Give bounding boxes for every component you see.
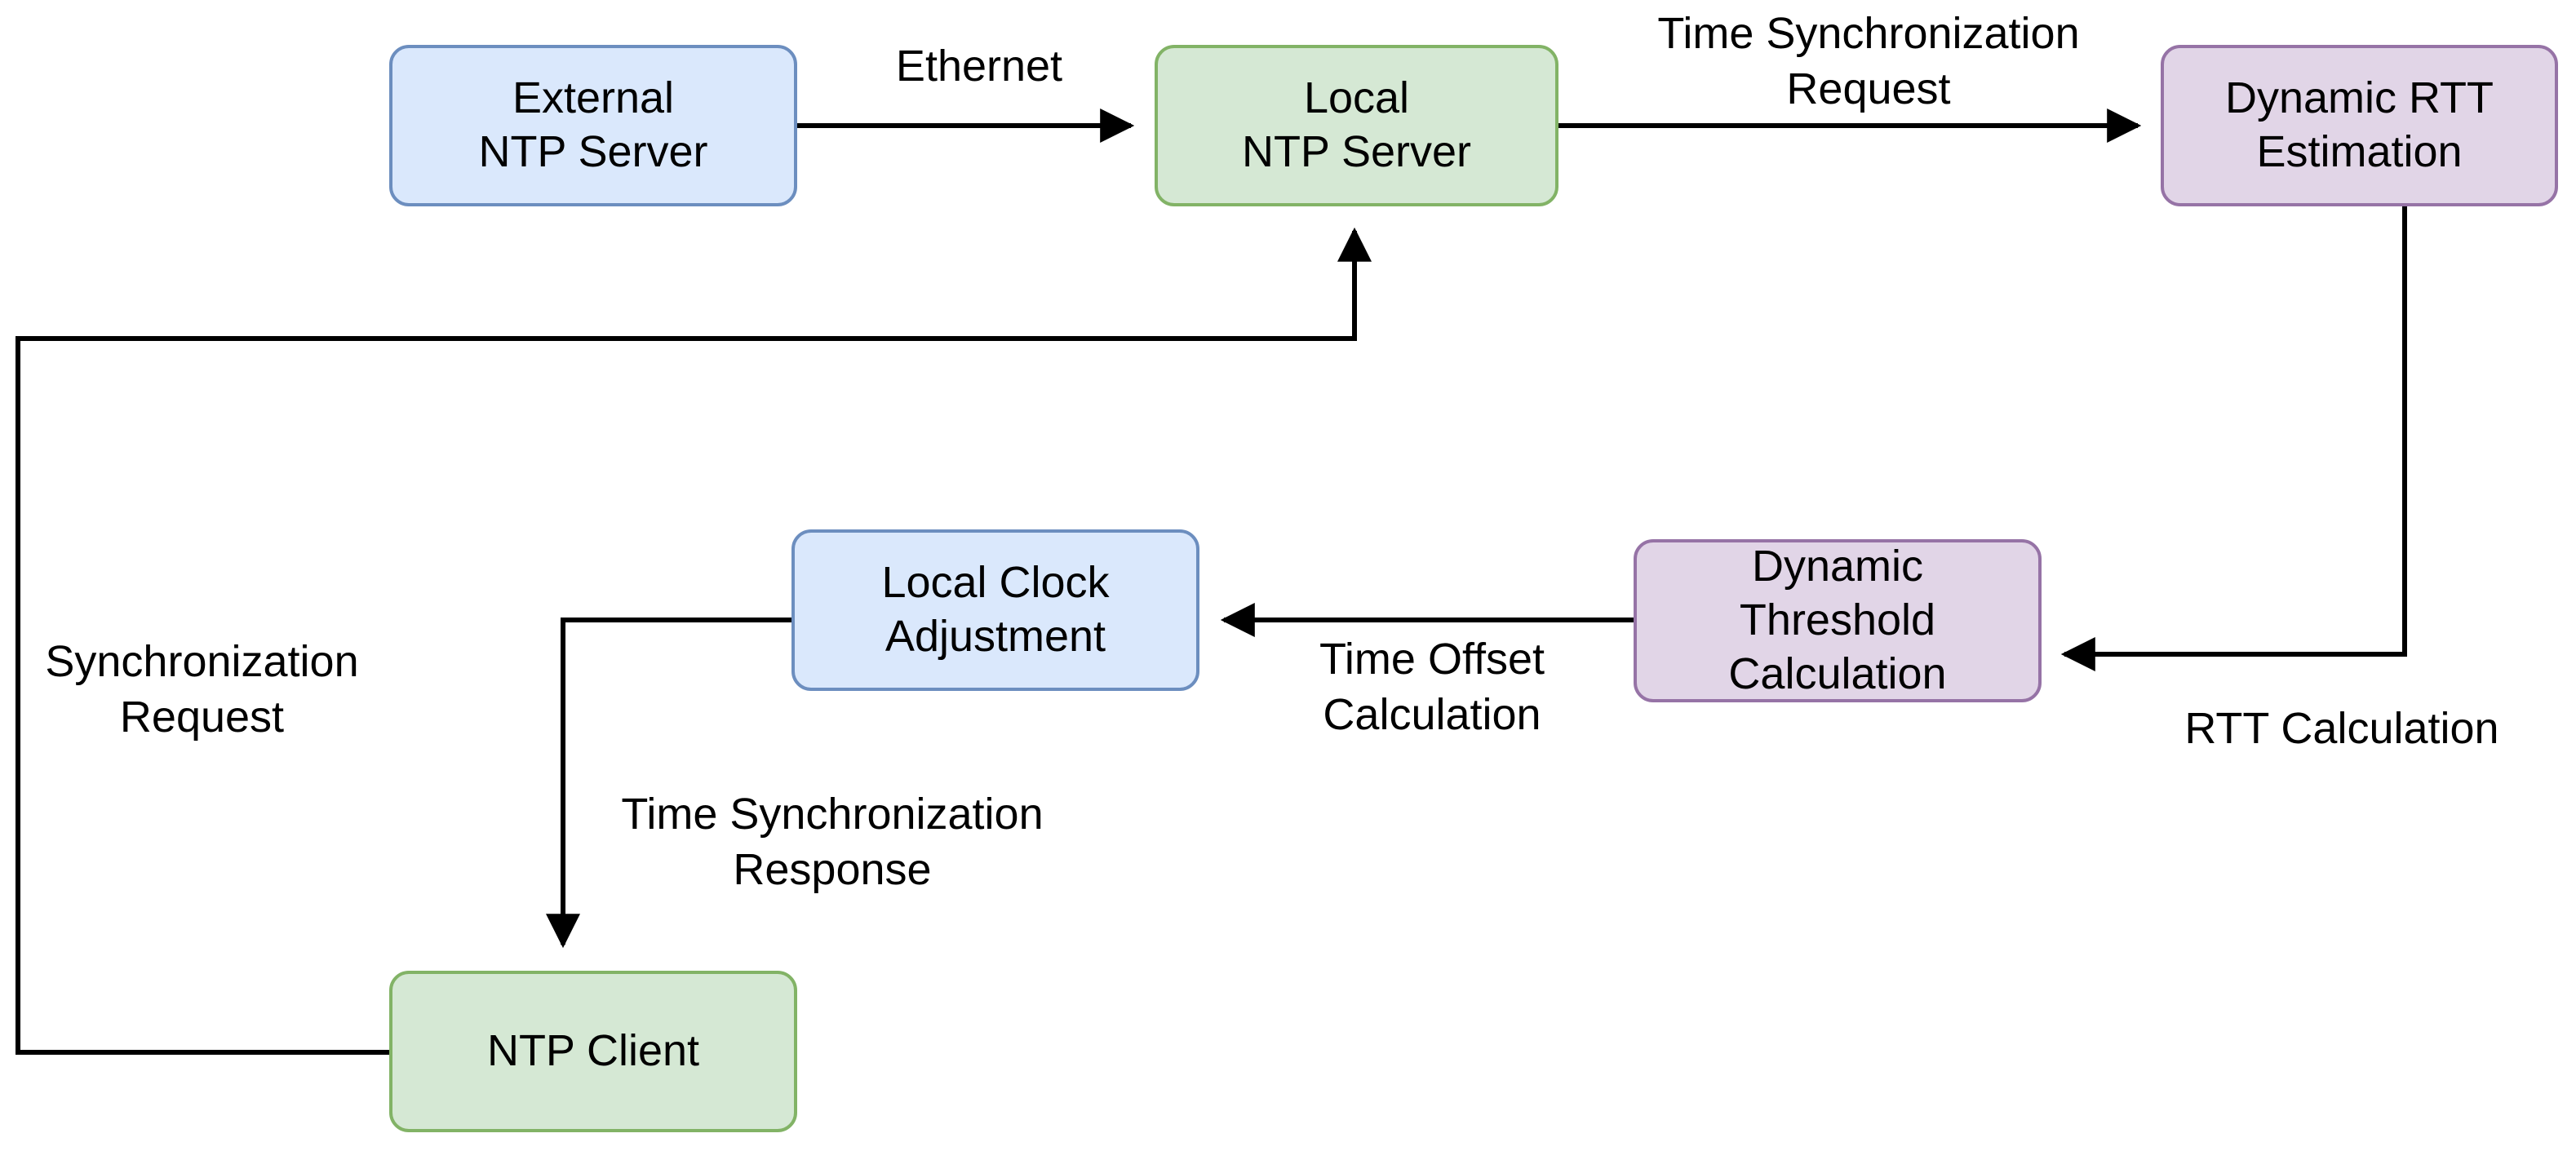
node-local-clock-adjustment[interactable]: Local Clock Adjustment	[791, 529, 1199, 691]
edge-time-sync-response	[546, 618, 791, 949]
edge-label-time-sync-response: Time Synchronization Response	[621, 790, 1044, 894]
edge-label-time-sync-request: Time Synchronization Request	[1657, 9, 2080, 113]
edge-synchronization-request	[16, 227, 1372, 1055]
node-local-ntp-server[interactable]: Local NTP Server	[1155, 45, 1558, 206]
edge-label-time-offset-calculation: Time Offset Calculation	[1319, 635, 1545, 739]
edge-label-ethernet: Ethernet	[895, 42, 1063, 91]
edge-rtt-calculation	[2060, 206, 2407, 671]
node-ntp-client[interactable]: NTP Client	[389, 971, 797, 1132]
edge-label-synchronization-request: Synchronization Request	[45, 637, 359, 742]
node-external-ntp-server[interactable]: External NTP Server	[389, 45, 797, 206]
node-dynamic-threshold-calculation[interactable]: Dynamic Threshold Calculation	[1634, 539, 2042, 702]
node-dynamic-rtt-estimation[interactable]: Dynamic RTT Estimation	[2161, 45, 2558, 206]
edge-label-rtt-calculation: RTT Calculation	[2184, 704, 2499, 753]
